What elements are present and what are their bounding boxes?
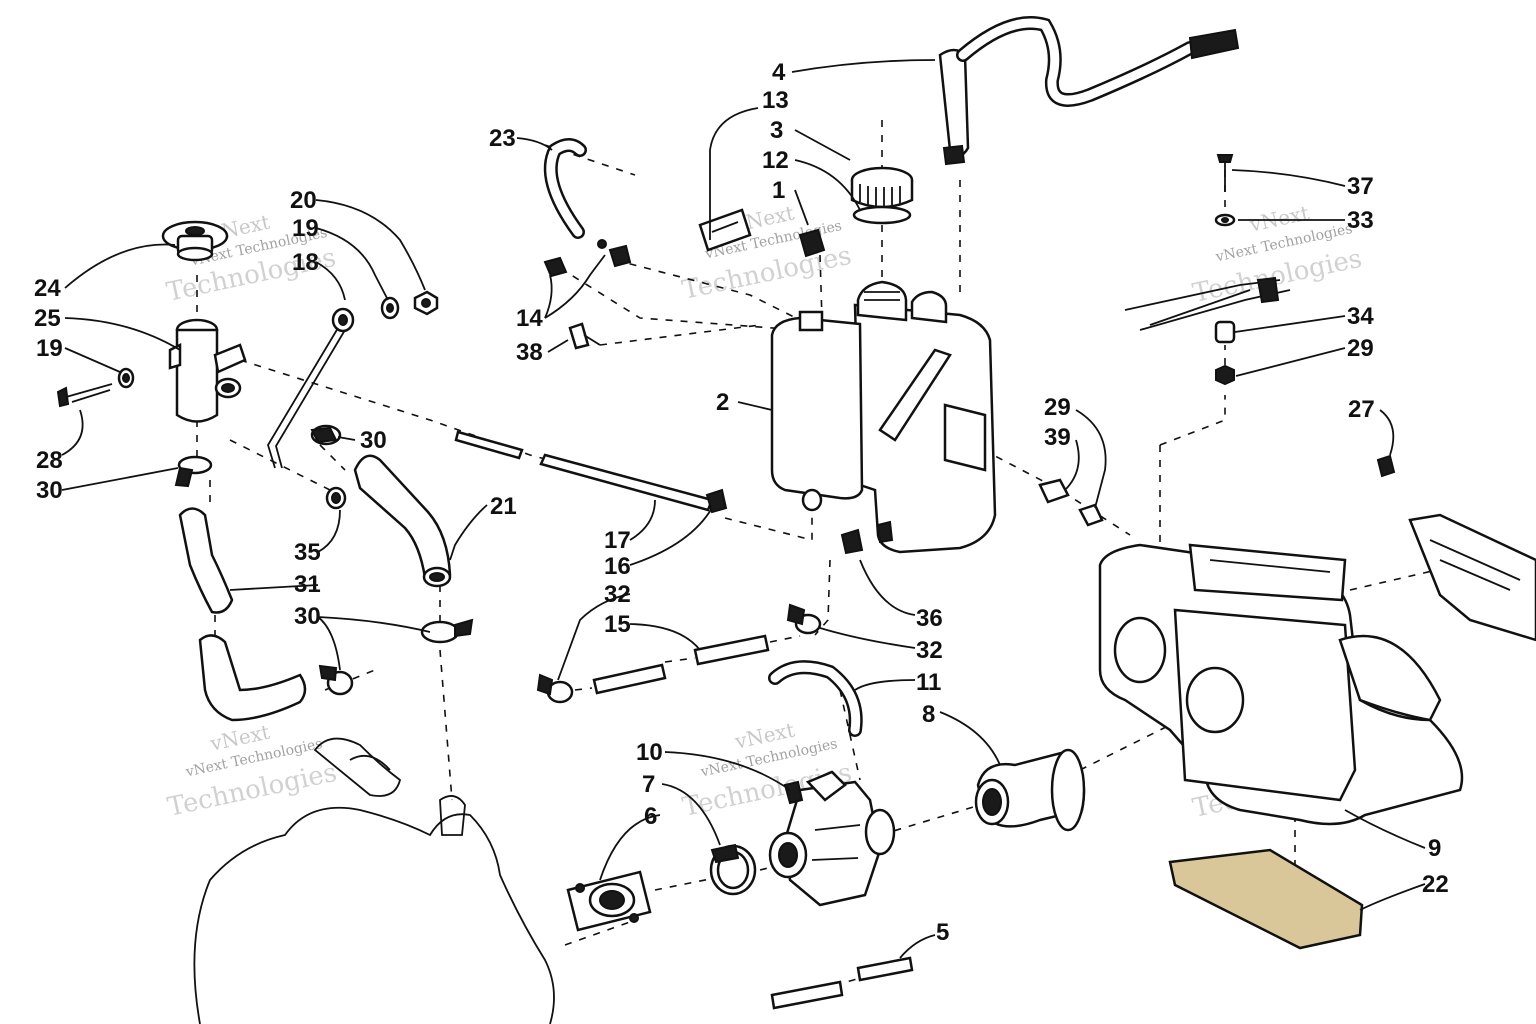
callout-37: 37 bbox=[1347, 173, 1374, 200]
air-silencer-part bbox=[1098, 543, 1464, 826]
washer-part bbox=[1214, 213, 1236, 227]
vent-tube-part bbox=[543, 138, 587, 239]
tube-part bbox=[770, 956, 914, 1010]
callout-25: 25 bbox=[34, 305, 61, 332]
fitting-part bbox=[705, 488, 728, 514]
watermark-bottom-left: vNext vNext Technologies Technologies bbox=[165, 720, 340, 823]
hose-clamp-part bbox=[420, 618, 474, 644]
callout-11: 11 bbox=[916, 669, 941, 696]
callout-6: 6 bbox=[644, 803, 657, 830]
callout-4: 4 bbox=[772, 59, 786, 86]
callout-29: 29 bbox=[1044, 394, 1071, 421]
engine-outline-part bbox=[193, 737, 555, 1024]
tank-cap-part bbox=[850, 166, 914, 209]
callout-28: 28 bbox=[36, 447, 63, 474]
callout-9: 9 bbox=[1428, 835, 1441, 862]
drain-cap-part bbox=[840, 520, 894, 555]
callout-13: 13 bbox=[762, 87, 789, 114]
callout-labels: 4 13 3 12 1 23 20 19 18 24 25 19 28 30 3… bbox=[34, 59, 1449, 946]
washer-part bbox=[117, 367, 135, 389]
callout-29: 29 bbox=[1347, 335, 1374, 362]
callout-19: 19 bbox=[36, 335, 63, 362]
intake-flange-part bbox=[566, 870, 652, 932]
callout-36: 36 bbox=[916, 605, 943, 632]
callout-5: 5 bbox=[936, 919, 949, 946]
callout-30: 30 bbox=[294, 603, 321, 630]
leader-lines bbox=[61, 59, 1426, 959]
callout-8: 8 bbox=[922, 701, 935, 728]
screw-part bbox=[1216, 154, 1234, 192]
fitting-part bbox=[543, 239, 632, 278]
callout-20: 20 bbox=[290, 187, 317, 214]
callout-39: 39 bbox=[1044, 424, 1071, 451]
grommet-part bbox=[798, 228, 826, 258]
callout-17: 17 bbox=[604, 527, 631, 554]
watermark-top-center: vNext vNext Technologies Technologies bbox=[680, 201, 855, 306]
foam-pad-part bbox=[1168, 848, 1364, 950]
grommet-part bbox=[1078, 503, 1104, 527]
callout-15: 15 bbox=[604, 611, 631, 638]
callout-12: 12 bbox=[762, 147, 789, 174]
carburetor-part bbox=[768, 770, 896, 907]
callout-16: 16 bbox=[604, 553, 631, 580]
callout-3: 3 bbox=[770, 117, 783, 144]
hose-clamp-part bbox=[536, 673, 574, 704]
breather-tube-part bbox=[454, 430, 714, 512]
coolant-hose-part bbox=[353, 454, 452, 588]
callout-1: 1 bbox=[772, 177, 785, 204]
oil-level-sensor-part bbox=[938, 16, 1240, 166]
bolt-part bbox=[56, 383, 113, 408]
callout-30: 30 bbox=[360, 427, 387, 454]
callout-30: 30 bbox=[36, 477, 63, 504]
nut-part bbox=[1215, 364, 1235, 386]
callout-2: 2 bbox=[716, 389, 729, 416]
label-plate-part bbox=[698, 208, 752, 252]
hose-clamp-part bbox=[174, 455, 213, 488]
filler-neck-part bbox=[168, 318, 247, 423]
spacer-part bbox=[1214, 320, 1236, 344]
callout-19: 19 bbox=[292, 215, 319, 242]
screw-part bbox=[568, 322, 601, 350]
grommet-part bbox=[1038, 478, 1070, 504]
callout-38: 38 bbox=[516, 339, 543, 366]
washer-nut-set-part bbox=[331, 290, 439, 333]
callout-21: 21 bbox=[490, 493, 517, 520]
coolant-hose-part bbox=[178, 507, 307, 722]
callout-33: 33 bbox=[1347, 207, 1374, 234]
intake-boot-part bbox=[974, 748, 1086, 832]
hose-clamp-part bbox=[318, 664, 354, 696]
hose-clamp-part bbox=[310, 424, 342, 446]
mount-bracket-part bbox=[1376, 454, 1536, 642]
callout-32: 32 bbox=[916, 637, 943, 664]
oil-tank-part bbox=[770, 280, 997, 554]
callout-18: 18 bbox=[292, 249, 319, 276]
hose-clamp-part bbox=[786, 603, 822, 635]
radiator-cap-part bbox=[161, 220, 229, 262]
callout-32: 32 bbox=[604, 581, 631, 608]
fuel-line-part bbox=[768, 660, 863, 737]
mounting-strap-part bbox=[1124, 276, 1291, 331]
callout-34: 34 bbox=[1347, 303, 1374, 330]
tank-gasket-part bbox=[852, 205, 912, 225]
fuel-hose-part bbox=[592, 634, 770, 695]
callout-35: 35 bbox=[294, 539, 321, 566]
callout-23: 23 bbox=[489, 125, 516, 152]
callout-7: 7 bbox=[642, 771, 655, 798]
callout-14: 14 bbox=[516, 305, 543, 332]
callout-24: 24 bbox=[34, 275, 61, 302]
callout-22: 22 bbox=[1422, 871, 1449, 898]
callout-10: 10 bbox=[636, 739, 663, 766]
washer-part bbox=[325, 486, 347, 510]
callout-27: 27 bbox=[1348, 396, 1375, 423]
callout-31: 31 bbox=[294, 571, 321, 598]
carb-clamp-part bbox=[709, 843, 757, 896]
bracket-rod-part bbox=[267, 327, 346, 469]
